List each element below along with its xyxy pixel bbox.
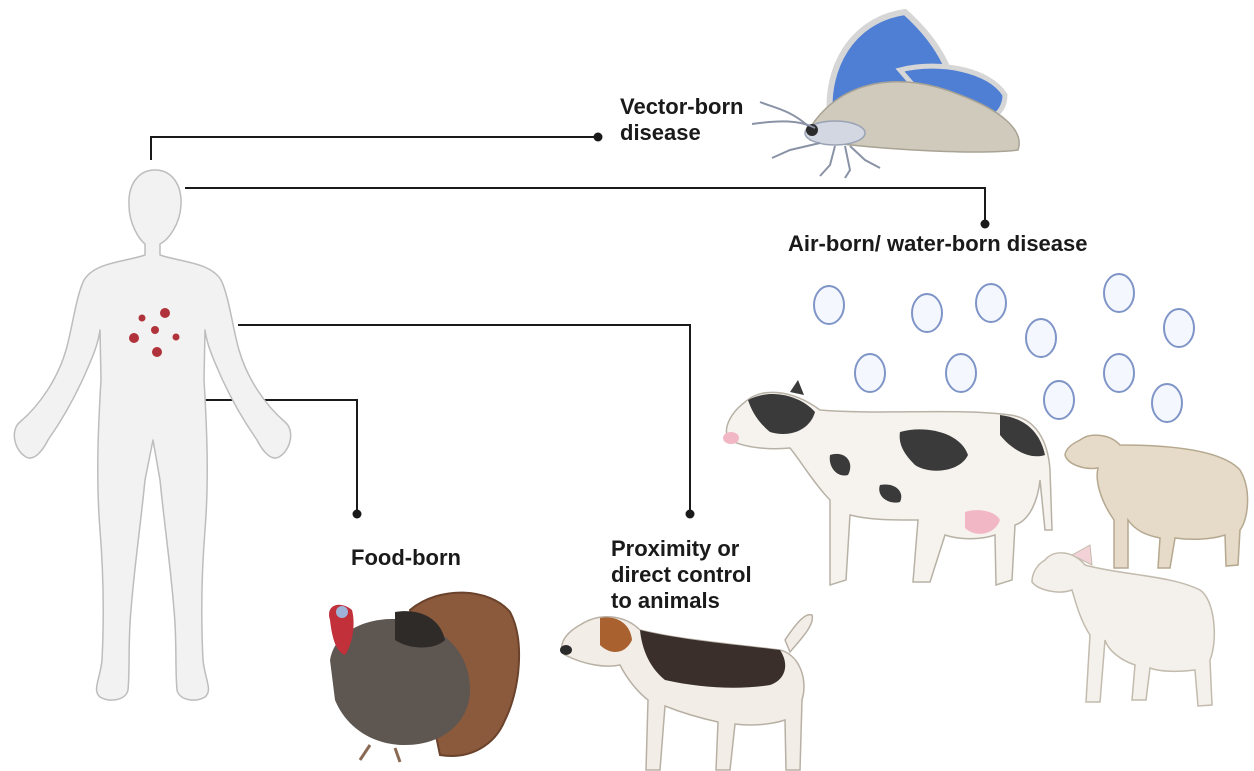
droplet-icon [1104,274,1134,312]
label-line: disease [620,120,743,146]
connector-vector [151,137,598,160]
label-vector-borne-disease: Vector-born disease [620,94,743,146]
connector-air [185,188,985,224]
lamb-icon [1032,545,1214,706]
label-line: Vector-born [620,94,743,120]
droplet-icon [946,354,976,392]
label-line: to animals [611,588,752,614]
droplet-icon [1026,319,1056,357]
droplet-icon [1152,384,1182,422]
droplet-icon [1044,381,1074,419]
human-body-icon [14,170,290,700]
label-line: direct control [611,562,752,588]
turkey-icon [329,593,519,762]
connector-proximity [238,325,690,514]
droplet-icon [1164,309,1194,347]
label-proximity-to-animals: Proximity or direct control to animals [611,536,752,614]
label-food-borne: Food-born [351,545,461,571]
droplet-icon [976,284,1006,322]
droplet-icon [1104,354,1134,392]
butterfly-icon [752,12,1019,178]
cow-icon [723,380,1052,585]
droplet-icon [855,354,885,392]
droplet-icon [912,294,942,332]
dog-icon [560,615,812,770]
label-line: Proximity or [611,536,752,562]
droplets [814,274,1194,422]
sheep-icon [1065,435,1248,568]
droplet-icon [814,286,844,324]
label-air-water-borne-disease: Air-born/ water-born disease [788,231,1088,257]
